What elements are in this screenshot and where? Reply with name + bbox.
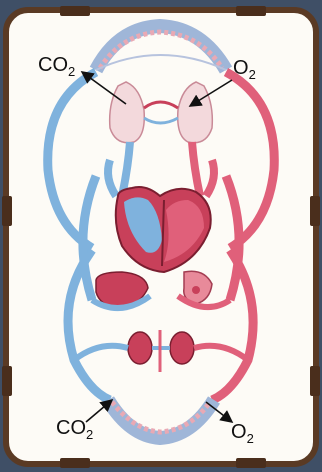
label-o2-top: O2 — [233, 58, 256, 81]
label-co2-top: CO2 — [38, 55, 75, 78]
label-co2-bottom: CO2 — [56, 418, 93, 441]
label-o2-bottom: O2 — [231, 422, 254, 445]
